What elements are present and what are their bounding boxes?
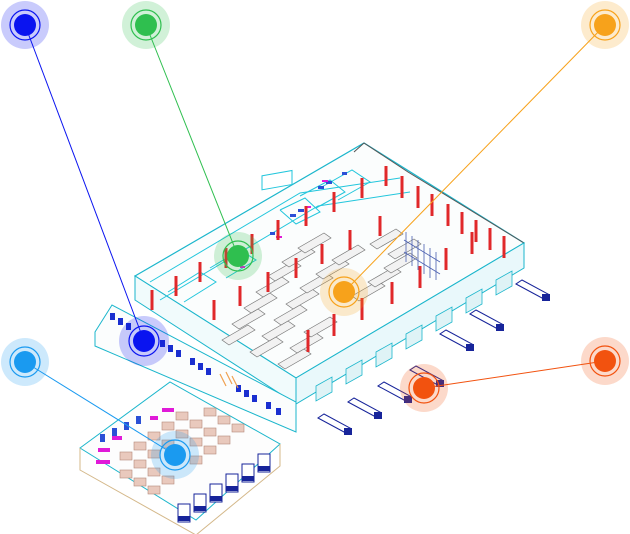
orange-callout-line — [343, 24, 606, 293]
office-fixtures — [270, 172, 347, 235]
hotspot-blue-target[interactable] — [119, 316, 169, 366]
green-callout-line — [145, 24, 239, 257]
corridor-orange-marks — [219, 371, 239, 389]
corridor-windows — [110, 313, 281, 415]
lightblue-callout-line — [24, 361, 176, 456]
high-bay-rack — [403, 232, 441, 280]
truck-cabs — [344, 294, 550, 435]
office-wing — [149, 169, 411, 303]
parked-vehicle-fronts — [178, 466, 270, 521]
canteen-seating — [119, 407, 245, 495]
blue-callout-line — [24, 24, 145, 342]
storage-racks — [221, 228, 422, 370]
dock-doors — [315, 270, 513, 402]
structural-columns — [150, 166, 506, 352]
hotspot-green[interactable] — [122, 1, 170, 49]
hotspot-lightblue[interactable] — [1, 338, 49, 386]
red-callout-line — [423, 360, 606, 389]
canteen-magenta-fixtures — [96, 408, 174, 464]
callout-lines — [24, 24, 606, 456]
canteen-blue-fixtures — [100, 416, 141, 442]
main-hall-roofline — [363, 142, 525, 244]
hotspot-red-target[interactable] — [400, 364, 448, 412]
hotspot-green-target[interactable] — [214, 232, 262, 280]
hotspot-orange-target[interactable] — [320, 268, 368, 316]
hotspot-orange[interactable] — [581, 1, 629, 49]
hotspot-red[interactable] — [581, 337, 629, 385]
hotspot-blue[interactable] — [1, 1, 49, 49]
hotspot-lightblue-target[interactable] — [151, 431, 199, 479]
